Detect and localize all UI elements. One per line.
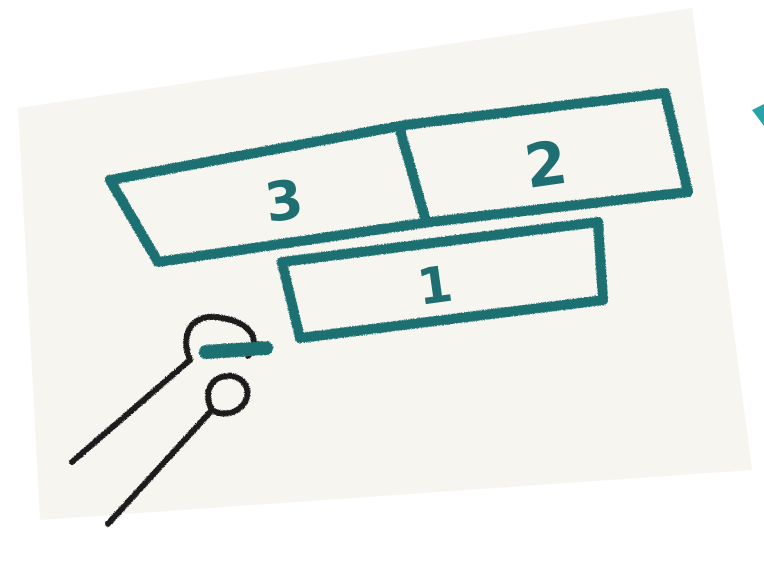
- hand-cuff: [206, 348, 266, 352]
- corner-mark: [752, 104, 764, 126]
- paper-sheet: [18, 8, 752, 520]
